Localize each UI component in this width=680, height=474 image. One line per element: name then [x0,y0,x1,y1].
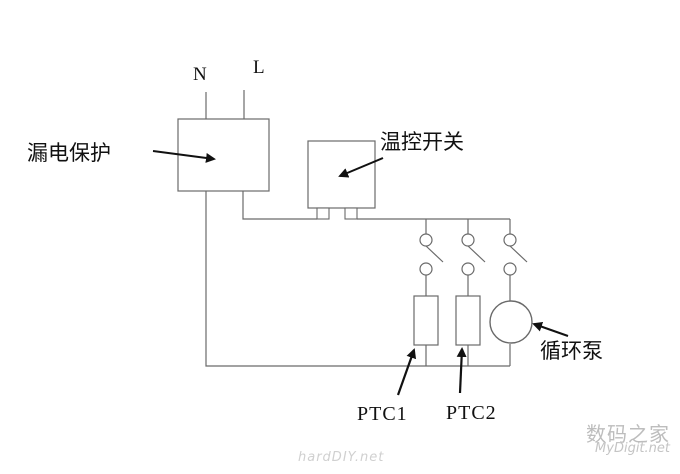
ptc1-resistor [413,295,439,346]
ptc2-resistor [455,295,481,346]
relay-switch-1 [419,233,444,276]
label-ptc2: PTC2 [446,402,497,424]
label-ptc1: PTC1 [357,403,408,425]
arrow-thermostat [338,157,384,178]
watermark-site-cn: 数码之家 [586,422,670,446]
label-pump: 循环泵 [540,339,603,363]
thermostat-terminal-right [344,207,358,220]
arrow-ptc2 [456,347,467,394]
leakage-protector-box [177,118,270,192]
supply-wires [205,90,245,119]
watermark-site-en: MyDigit.net [595,441,670,456]
watermark-bottom: hardDIY.net [298,450,385,465]
thermostat-terminal-left [316,207,330,220]
label-leakage-protector: 漏电保护 [27,141,111,165]
label-n: N [193,64,207,85]
arrow-leakage-protector [152,150,216,163]
label-l: L [253,57,265,78]
arrow-pump [532,321,569,337]
pump-symbol [489,300,533,344]
relay-switch-3 [503,233,528,276]
relay-switch-2 [461,233,486,276]
label-thermostat: 温控开关 [380,130,464,154]
arrow-ptc1 [396,348,417,396]
